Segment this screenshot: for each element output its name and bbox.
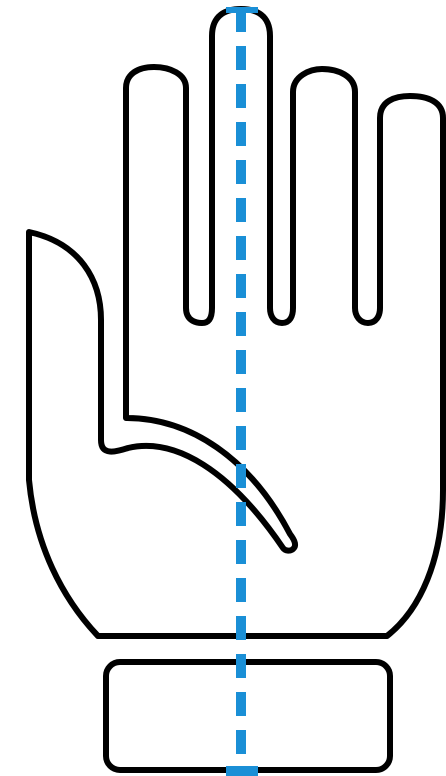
glove-cuff-outline (106, 662, 390, 770)
